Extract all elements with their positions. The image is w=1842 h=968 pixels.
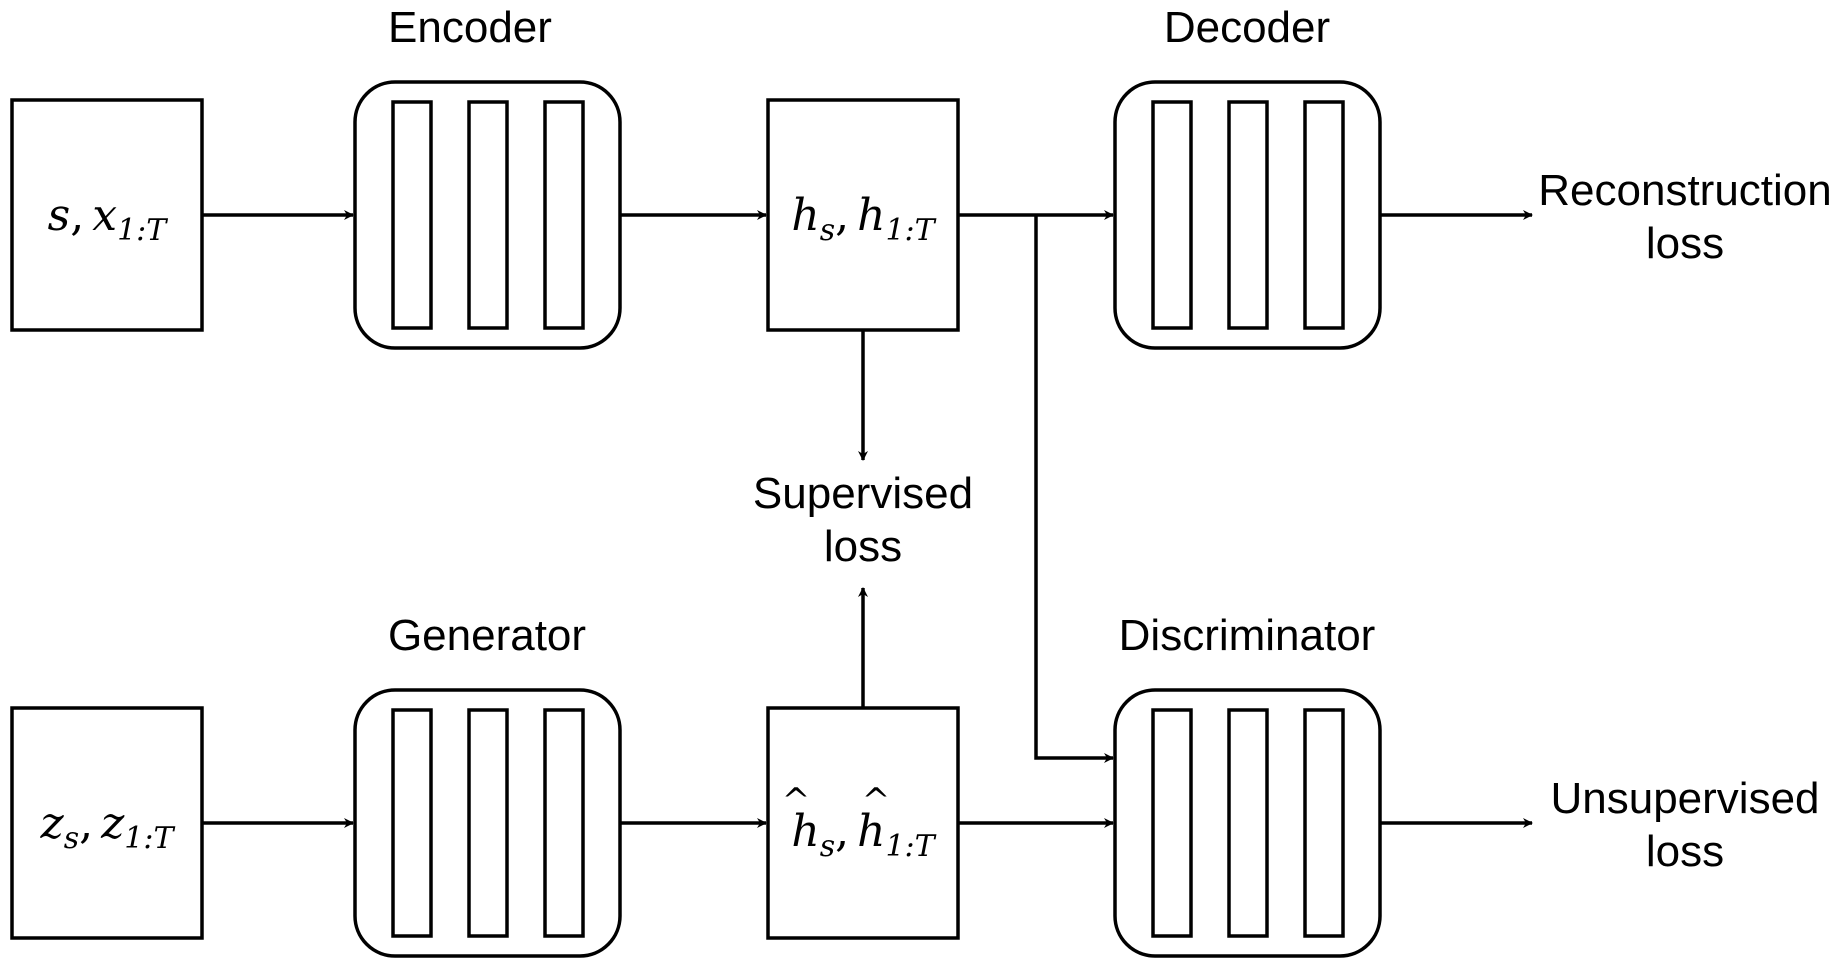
reconstruction-loss-line2: loss — [1646, 219, 1724, 268]
unsupervised-loss-line2: loss — [1646, 827, 1724, 876]
unsupervised-loss-line1: Unsupervised — [1550, 774, 1819, 823]
latent-generated-hat-2: ^ — [862, 781, 891, 821]
arrow-latent-to-discriminator — [1034, 215, 1114, 763]
decoder-block — [1113, 80, 1382, 350]
latent-generated-label: hs,h1:T — [791, 806, 936, 864]
input-real-box — [10, 98, 204, 332]
encoder-block — [353, 80, 622, 350]
input-real-label: s,x1:T — [48, 190, 169, 248]
discriminator-title: Discriminator — [1119, 611, 1376, 660]
generator-title: Generator — [388, 611, 586, 660]
latent-real-label: hs,h1:T — [791, 190, 936, 248]
reconstruction-loss-line1: Reconstruction — [1538, 166, 1831, 215]
supervised-loss-line1: Supervised — [753, 469, 973, 518]
generator-block — [353, 688, 622, 958]
latent-generated-box — [766, 706, 960, 940]
discriminator-block — [1113, 688, 1382, 958]
encoder-title: Encoder — [388, 3, 552, 52]
input-noise-box — [10, 706, 204, 940]
supervised-loss-line2: loss — [824, 522, 902, 571]
input-noise-label: zs,z1:T — [40, 798, 176, 856]
latent-generated-hat-1: ^ — [782, 781, 811, 821]
decoder-title: Decoder — [1164, 3, 1330, 52]
